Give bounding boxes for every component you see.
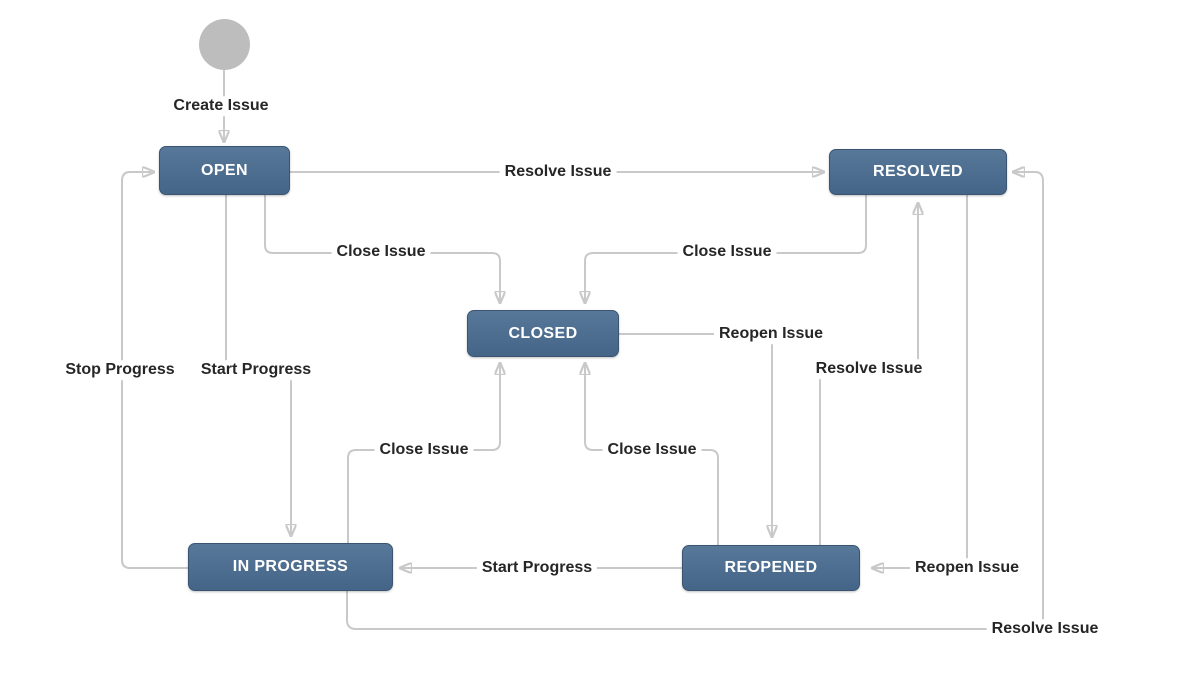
transition-label-close-issue-in-progress[interactable]: Close Issue (374, 440, 474, 460)
transition-label-resolve-issue-reopened[interactable]: Resolve Issue (810, 359, 928, 379)
transition-label-resolve-issue-open[interactable]: Resolve Issue (499, 162, 617, 182)
status-node-in-progress[interactable]: IN PROGRESS (188, 543, 393, 591)
status-node-open[interactable]: OPEN (159, 146, 290, 195)
transition-label-create-issue[interactable]: Create Issue (168, 96, 274, 116)
transition-label-resolve-issue-in-progress[interactable]: Resolve Issue (986, 619, 1104, 639)
transition-label-reopen-issue-resolved[interactable]: Reopen Issue (909, 558, 1025, 578)
start-node-circle[interactable] (199, 19, 250, 70)
transition-label-close-issue-open[interactable]: Close Issue (331, 242, 431, 262)
transition-label-stop-progress[interactable]: Stop Progress (60, 360, 180, 380)
status-node-reopened[interactable]: REOPENED (682, 545, 860, 591)
status-node-resolved[interactable]: RESOLVED (829, 149, 1007, 195)
transition-label-close-issue-reopened[interactable]: Close Issue (602, 440, 702, 460)
transition-label-reopen-issue-closed[interactable]: Reopen Issue (713, 324, 829, 344)
transition-label-close-issue-resolved[interactable]: Close Issue (677, 242, 777, 262)
transition-label-start-progress-open[interactable]: Start Progress (195, 360, 317, 380)
status-node-closed[interactable]: CLOSED (467, 310, 619, 357)
transition-label-start-progress-reopened[interactable]: Start Progress (476, 558, 598, 578)
